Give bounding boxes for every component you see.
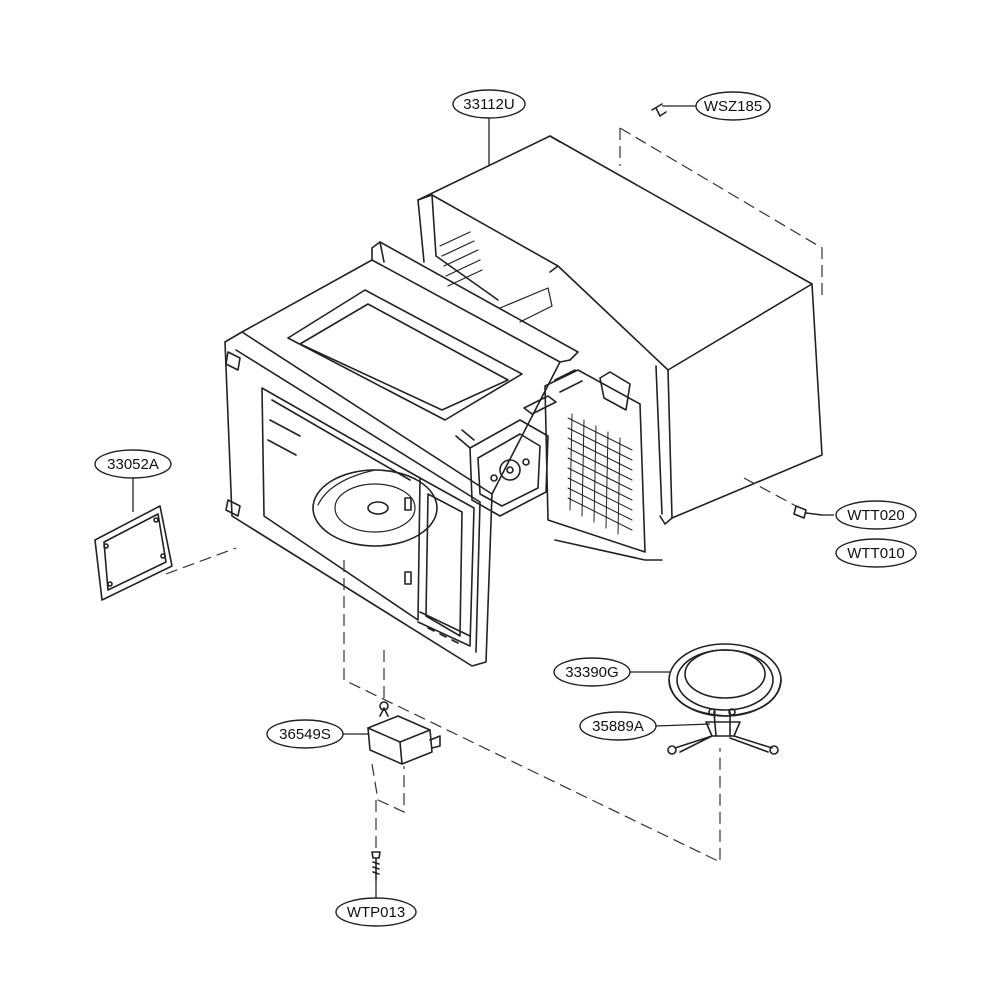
label-wtp013: WTP013: [335, 897, 417, 927]
label-wtt020: WTT020: [835, 500, 917, 530]
label-33390g: 33390G: [553, 657, 631, 687]
svg-text:WTT010: WTT010: [847, 545, 905, 562]
svg-text:WTP013: WTP013: [347, 904, 405, 921]
roller-rest: [667, 708, 779, 755]
glass-tray: [668, 643, 782, 717]
screw-wtt020: [793, 505, 823, 519]
svg-text:35889A: 35889A: [592, 718, 644, 735]
label-33052a: 33052A: [94, 449, 172, 479]
label-wtt010: WTT010: [835, 538, 917, 568]
svg-text:36549S: 36549S: [279, 726, 331, 743]
svg-text:33390G: 33390G: [565, 664, 618, 681]
turntable-motor: [367, 701, 441, 765]
inner-chassis: [224, 241, 663, 667]
svg-text:WSZ185: WSZ185: [704, 98, 762, 115]
rear-grille: [567, 413, 633, 535]
svg-text:33112U: 33112U: [463, 96, 514, 113]
outer-case: [417, 135, 823, 525]
screw-wsz185: [651, 103, 667, 117]
svg-text:WTT020: WTT020: [847, 507, 905, 524]
label-36549s: 36549S: [266, 719, 344, 749]
case-vents: [439, 231, 553, 323]
svg-text:33052A: 33052A: [107, 456, 159, 473]
label-wsz185: WSZ185: [695, 91, 771, 121]
assembly-guides: [165, 127, 823, 863]
cover-plate: [94, 505, 173, 601]
label-33112u: 33112U: [452, 89, 526, 119]
label-35889a: 35889A: [579, 711, 657, 741]
screw-wtp013: [371, 851, 381, 881]
